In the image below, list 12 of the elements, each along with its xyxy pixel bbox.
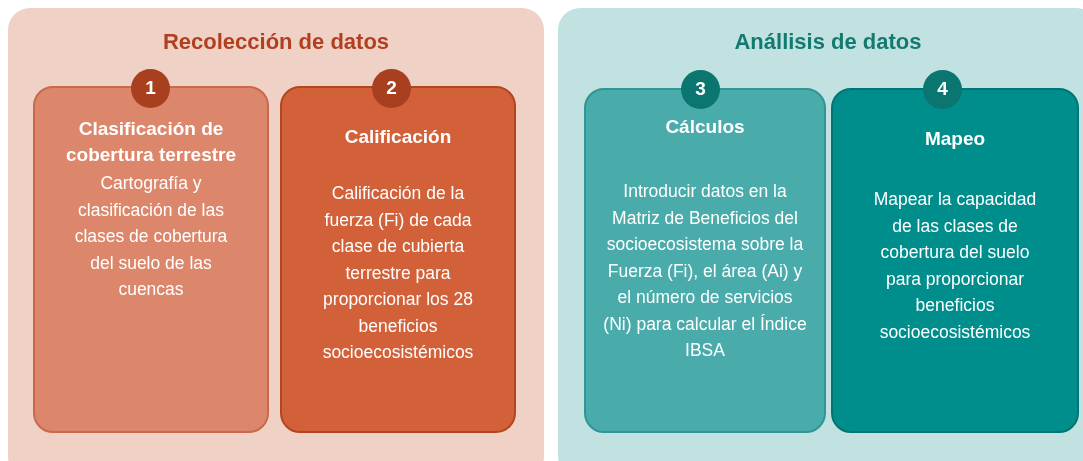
card-description: Introducir datos en la Matriz de Beneficios del socioecosistema sobre la Fuerza (Fi), el área (Ai) y el número de servicios (Ni) para calcular el Índice IBSA (602, 180, 808, 362)
section-title: Recolección de datos (161, 28, 391, 56)
card-description: Calificación de la fuerza (Fi) de cada clase de cubierta terrestre para proporcionar los 28 beneficios socioecosistémicos (321, 182, 475, 364)
panel-background (558, 8, 1083, 461)
section-title: Anállisis de datos (733, 28, 923, 56)
card-title: Cálculos (664, 115, 746, 139)
card-title: Clasificación de cobertura terrestre (65, 117, 237, 167)
card-title: Calificación (343, 125, 453, 149)
card-description: Cartografía y clasificación de las clases de cobertura del suelo de las cuencas (73, 172, 229, 301)
panel-background (8, 8, 544, 461)
card-title: Mapeo (923, 127, 987, 151)
card-description: Mapear la capacidad de las clases de cobertura del suelo para proporcionar beneficios socioecosistémicos (872, 188, 1038, 344)
